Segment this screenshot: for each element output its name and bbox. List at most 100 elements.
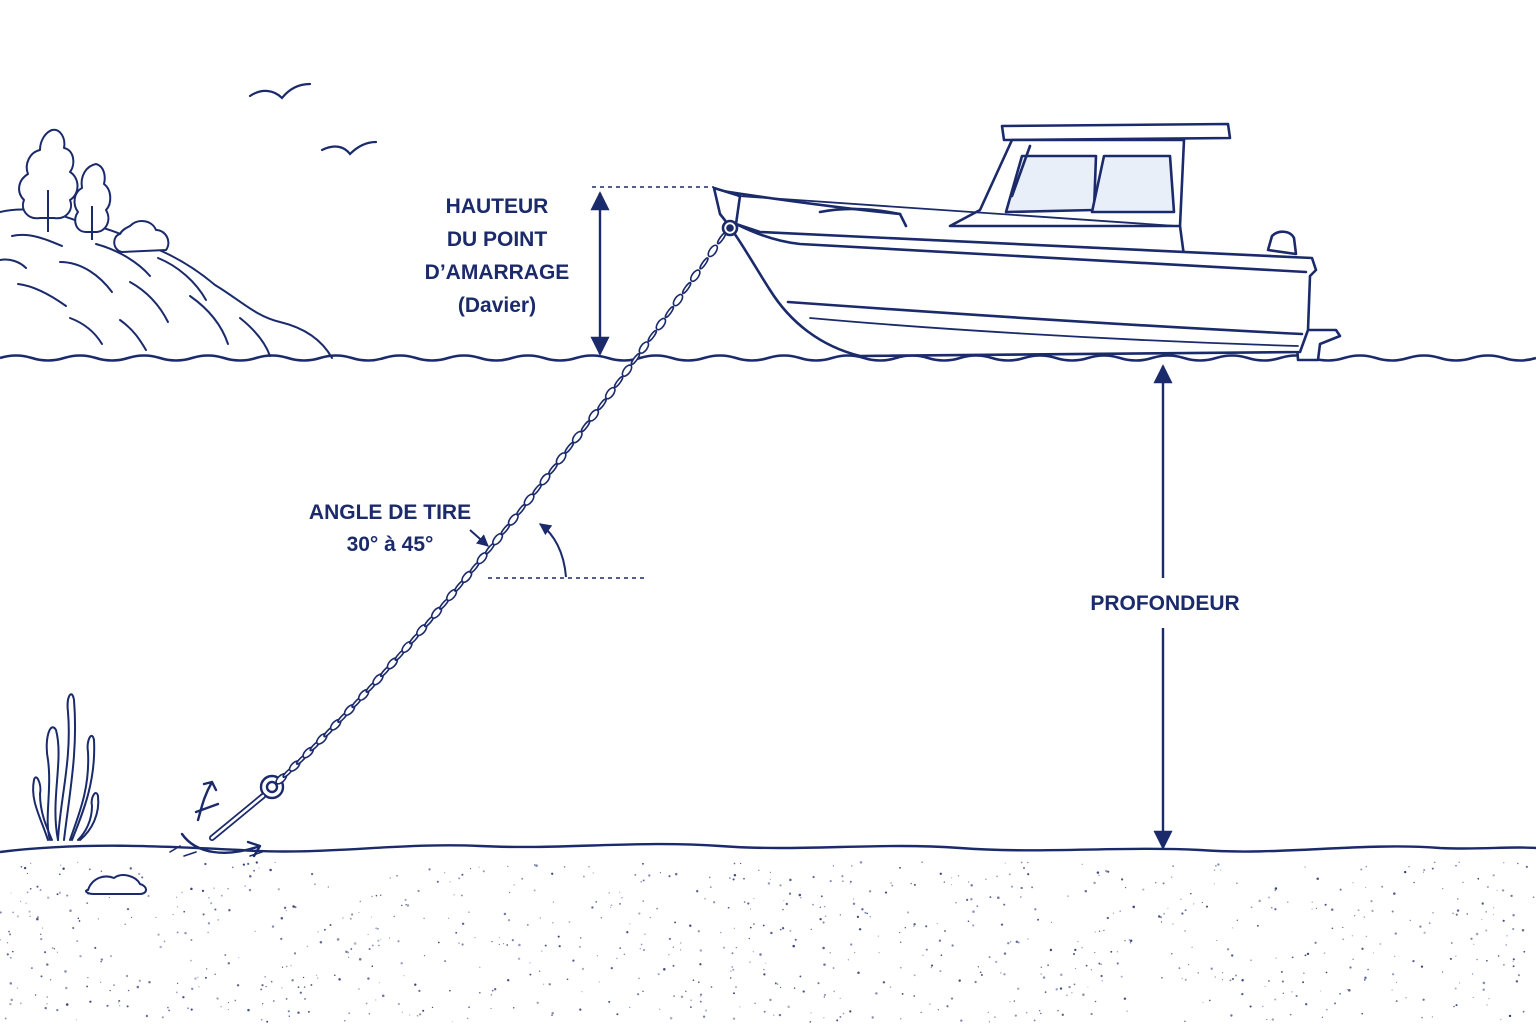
sand-dot [1065,994,1068,997]
sand-dot [447,917,450,919]
sand-dot [1027,938,1029,940]
sand-dot [176,906,179,908]
sand-dot [100,960,102,963]
sand-dot [1311,908,1313,910]
sand-dot [763,1010,766,1013]
sand-dot [1431,867,1434,870]
sand-dot [699,949,703,952]
sand-dot [1391,910,1394,913]
sand-dot [543,983,545,985]
sand-dot [779,884,782,887]
sand-dot [1466,913,1469,915]
sand-dot [1522,1010,1525,1013]
sand-dot [478,991,481,994]
sand-dot [491,989,494,992]
sand-dot [145,1014,149,1018]
label-line: ANGLE DE TIRE [308,501,472,524]
sand-dot [672,964,675,967]
sand-dot [1274,887,1278,890]
sand-dot [214,973,216,975]
sand-dot [829,880,832,883]
sand-dot [1497,955,1500,957]
sand-dot [119,1005,121,1007]
sand-dot [1470,937,1473,940]
sand-dot [672,946,674,948]
sand-dot [1449,957,1452,960]
sand-dot [1342,926,1344,929]
sand-dot [920,1011,922,1014]
sand-dot [719,931,722,934]
sand-dot [1477,877,1480,880]
sand-dot [62,867,65,870]
sand-dot [86,902,89,904]
sand-dot [238,957,240,959]
sand-dot [877,935,879,937]
sand-dot [618,891,621,893]
sand-dot [1184,909,1187,912]
chain-link [532,483,542,496]
sand-dot [591,906,594,909]
sand-dot [823,905,826,908]
sand-dot [730,970,732,972]
sand-dot [294,906,297,909]
sand-dot [1372,952,1374,954]
sand-dot [722,946,726,949]
sand-dot [1098,930,1101,932]
sand-dot [49,979,52,981]
sand-dot [1241,979,1244,982]
sand-dot [136,985,140,989]
sand-dot [1323,952,1326,954]
sand-dot [12,911,14,913]
label-depth: PROFONDEUR [1090,592,1240,615]
sand-dot [1105,869,1108,873]
sand-dot [272,1000,275,1002]
sand-dot [466,1017,469,1020]
sand-dot [1096,871,1100,874]
sand-dot [1394,955,1396,957]
sand-dot [348,956,350,958]
sand-dot [668,875,671,878]
sand-dot [1291,956,1294,959]
sand-dot [752,951,754,953]
sand-dot [1348,989,1351,992]
sand-dot [753,898,755,900]
sand-dot [1501,889,1505,892]
anchor-chain [275,232,727,785]
sand-dot [46,963,49,966]
sand-dot [551,1014,553,1016]
sand-dot [405,903,407,906]
sand-dot [44,1006,47,1010]
sand-dot [951,944,954,947]
sand-dot [913,925,915,928]
sand-dot [1503,862,1505,864]
sand-dot [1280,970,1283,973]
sand-dot [841,875,844,878]
sand-dot [1304,866,1306,868]
sand-dot [381,994,385,998]
sand-dot [1391,989,1393,991]
sand-dot [535,864,538,867]
chain-link [672,293,684,307]
sand-dot [823,963,826,966]
sand-dot [1059,987,1063,990]
sand-dot [849,883,851,885]
sand-dot [709,886,712,888]
sand-dot [822,921,825,924]
chain-link [548,462,558,475]
sand-dot [1027,861,1029,864]
sand-dot [317,931,319,933]
sand-dot [249,875,252,878]
sand-dot [1289,1013,1292,1016]
sand-dot [743,901,746,903]
sand-dot [859,861,863,864]
sand-dot [1077,940,1079,943]
sand-dot [437,941,440,944]
sand-dot [292,905,295,908]
sand-dot [336,938,340,941]
sand-dot [1100,974,1103,978]
sand-dot [832,865,835,867]
sand-dot [596,955,599,957]
sand-dot [375,927,378,930]
sand-dot [689,924,692,927]
